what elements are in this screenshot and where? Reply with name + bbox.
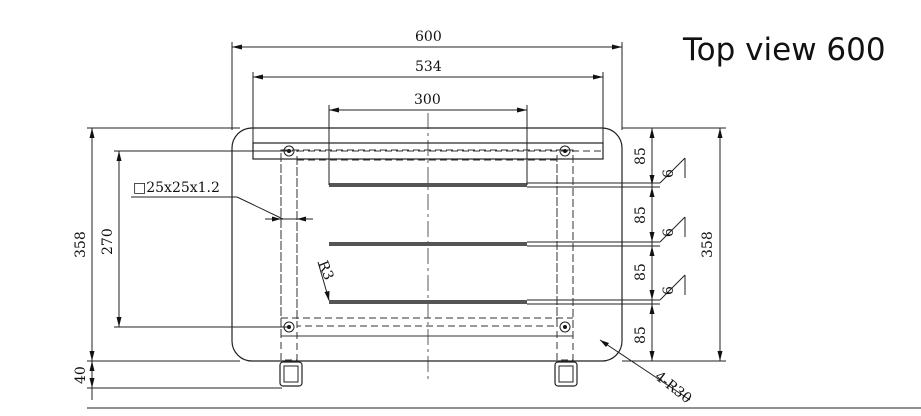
- svg-text:358: 358: [73, 231, 89, 258]
- right-post: [556, 149, 574, 361]
- svg-text:85: 85: [633, 147, 649, 165]
- svg-text:534: 534: [415, 59, 442, 75]
- svg-text:85: 85: [633, 263, 649, 281]
- tube-section-callout: □25x25x1.2: [131, 180, 313, 222]
- right-foot: [554, 361, 578, 387]
- svg-text:40: 40: [73, 366, 89, 384]
- svg-text:300: 300: [414, 92, 441, 108]
- dim-overall-depth-left: 358: [73, 127, 240, 362]
- svg-text:6: 6: [661, 228, 677, 237]
- svg-text:6: 6: [661, 286, 677, 295]
- dim-bar-spacing: 85 85 85 85: [622, 127, 668, 362]
- svg-text:270: 270: [100, 228, 116, 255]
- dim-bar-thickness: 6 6 6: [659, 157, 686, 301]
- screw-icon: [559, 321, 571, 333]
- left-post: [280, 149, 298, 361]
- left-foot: [279, 361, 303, 387]
- dim-inner-width: 534: [252, 59, 604, 145]
- dim-overall-depth-right: 358: [622, 127, 726, 362]
- svg-text:R3: R3: [314, 259, 336, 283]
- drawing-title: Top view 600: [682, 32, 886, 68]
- dim-foot-height: 40: [73, 361, 282, 400]
- bend-radius-callout: R3: [314, 259, 336, 301]
- corner-radius-callout: 4-R30: [599, 339, 695, 407]
- svg-text:600: 600: [415, 29, 442, 45]
- svg-text:85: 85: [633, 326, 649, 344]
- dim-bar-length: 300: [328, 92, 528, 185]
- dim-inner-depth: 270: [100, 150, 290, 328]
- svg-text:6: 6: [661, 169, 677, 178]
- screw-icon: [559, 145, 571, 157]
- frame-outline: [231, 127, 623, 362]
- svg-text:358: 358: [700, 231, 716, 258]
- svg-text:4-R30: 4-R30: [652, 369, 695, 407]
- dim-overall-width: 600: [231, 29, 623, 130]
- svg-text:□25x25x1.2: □25x25x1.2: [133, 180, 220, 196]
- svg-text:85: 85: [633, 206, 649, 224]
